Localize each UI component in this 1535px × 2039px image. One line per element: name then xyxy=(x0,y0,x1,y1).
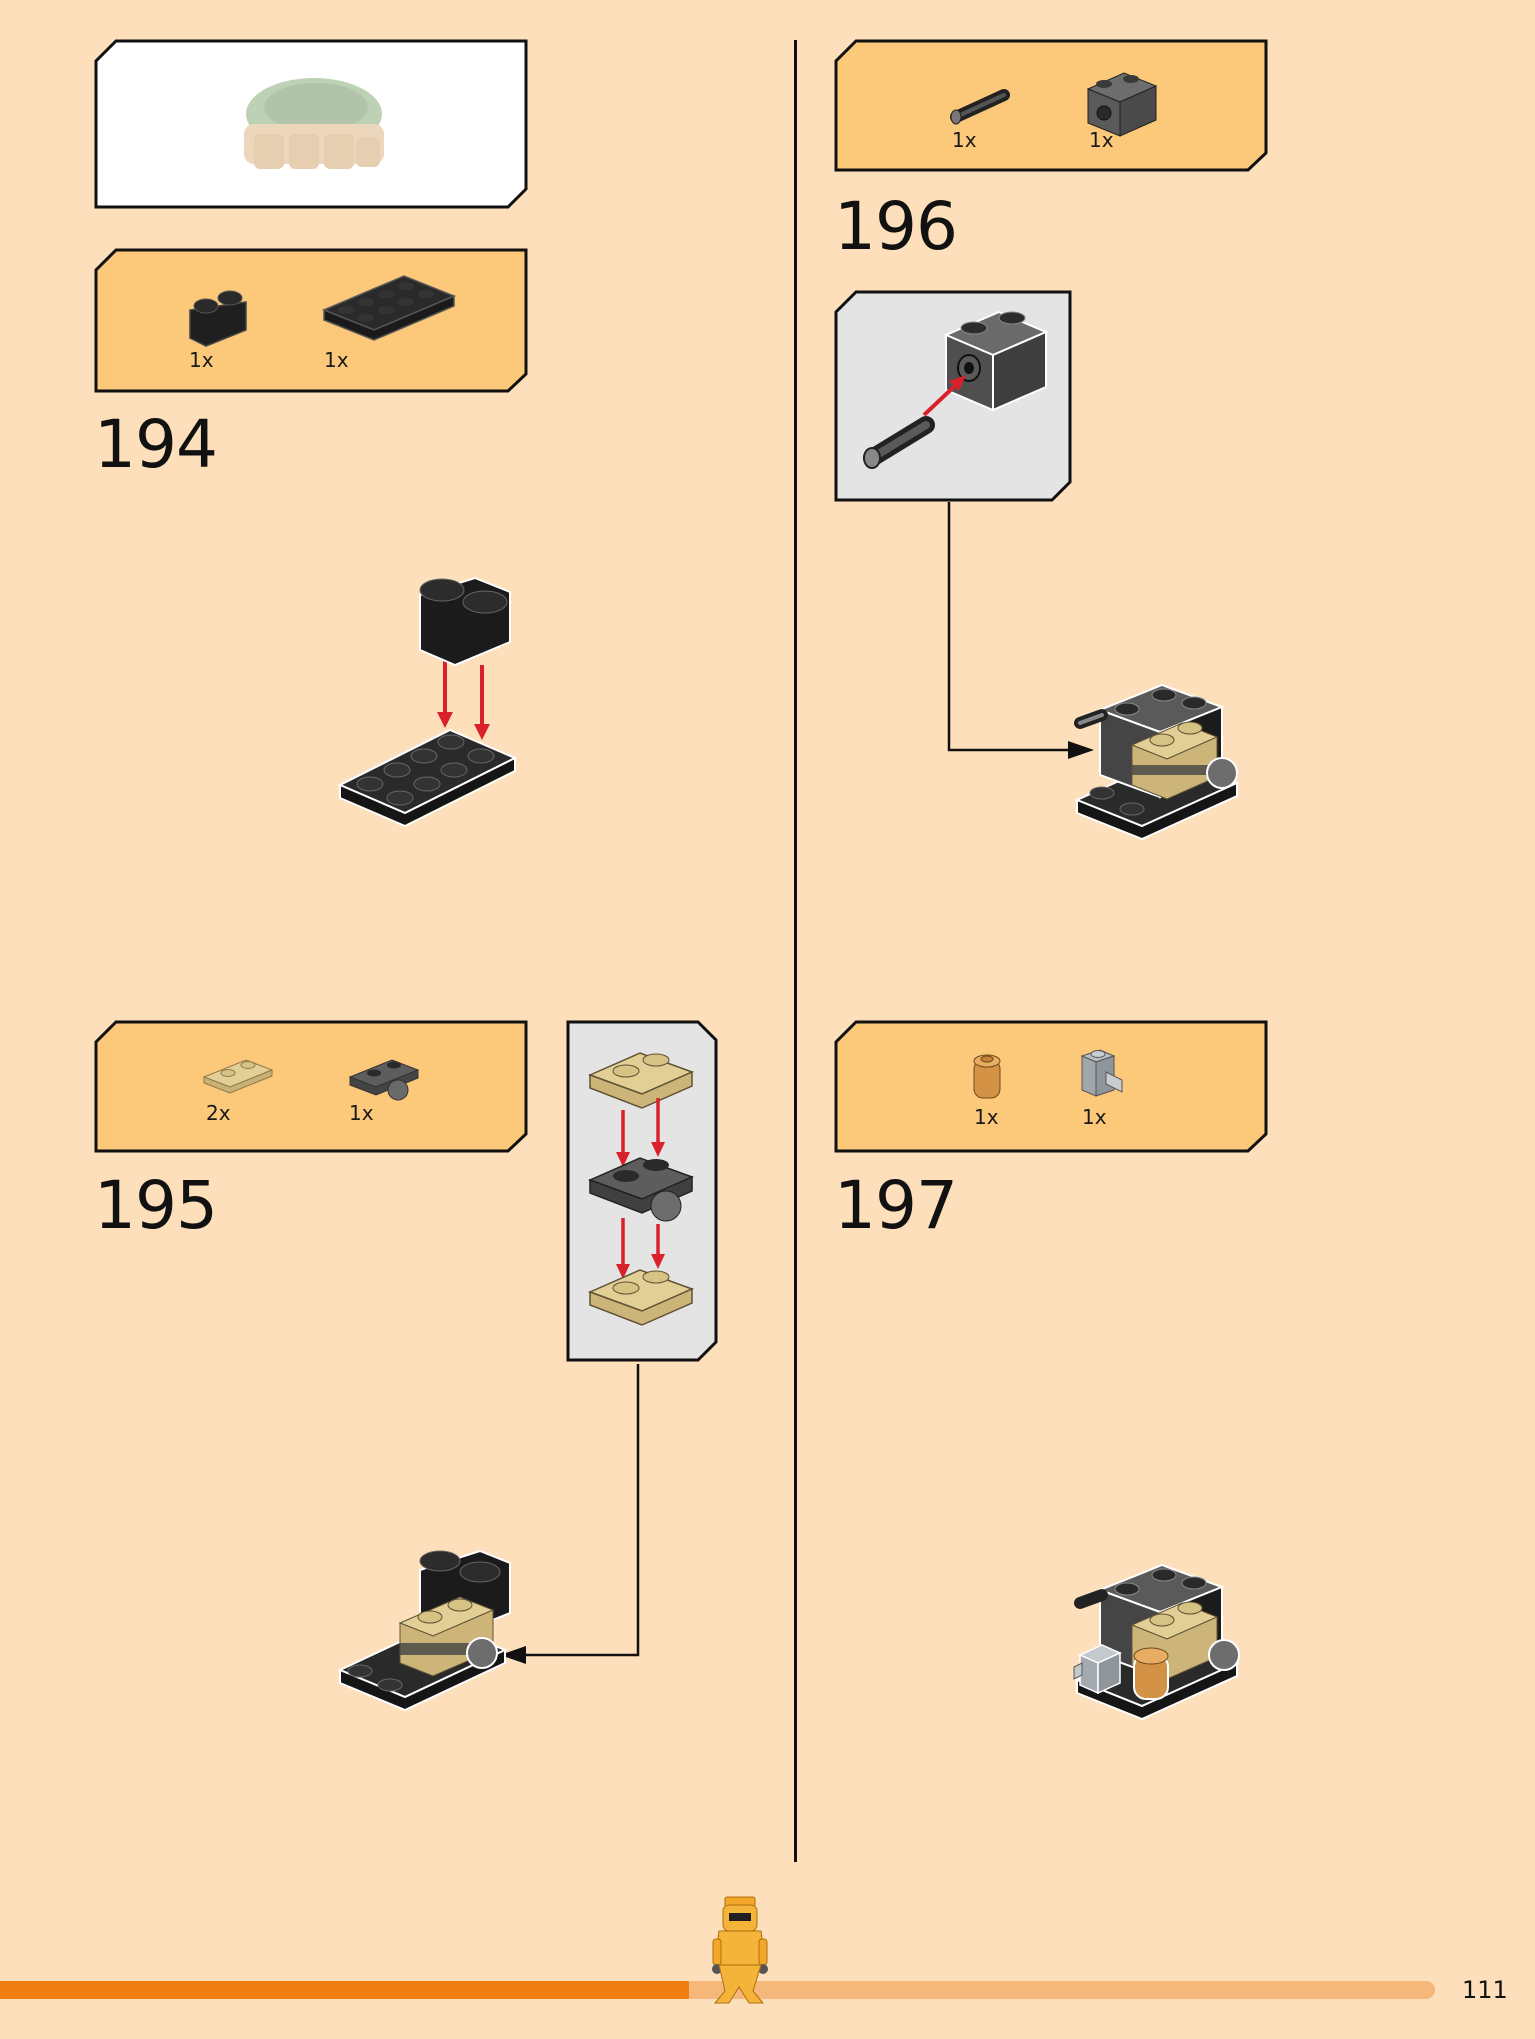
part-qty: 1x xyxy=(189,348,214,372)
assembly-preview-callout xyxy=(94,39,528,209)
minifigure-icon xyxy=(705,1895,773,2007)
step-number: 195 xyxy=(94,1167,218,1244)
part-qty: 1x xyxy=(952,128,977,152)
page-number: 111 xyxy=(1462,1976,1508,2004)
previous-model-thumbnail xyxy=(244,78,384,169)
tan-plate-bottom xyxy=(587,1269,695,1326)
connector-line xyxy=(940,500,1110,765)
build-illustration-step-197 xyxy=(1072,1545,1267,1730)
grey-plate-with-ball-icon xyxy=(348,1059,420,1101)
parts-list-step-197: 1x 1x xyxy=(834,1020,1268,1155)
step-number: 194 xyxy=(94,406,218,483)
black-brick-1x2-model xyxy=(419,576,511,667)
subassembly-callout-step-196 xyxy=(834,290,1072,502)
part-qty: 1x xyxy=(349,1101,374,1125)
technic-pin-icon xyxy=(950,89,1010,125)
technic-pin-model xyxy=(863,416,935,469)
part-qty: 2x xyxy=(206,1101,231,1125)
parts-list-step-196: 1x 1x xyxy=(834,39,1268,174)
round-brick-1x1-icon xyxy=(973,1054,1001,1099)
part-qty: 1x xyxy=(974,1105,999,1129)
step-number: 196 xyxy=(834,188,958,265)
placement-arrow xyxy=(922,380,961,417)
tan-plate-1x2-icon xyxy=(202,1059,274,1094)
build-illustration-step-196 xyxy=(1072,665,1262,845)
parts-list-step-194: 1x 1x xyxy=(94,248,528,393)
grey-plate-with-ball xyxy=(587,1157,695,1222)
connector-line xyxy=(490,1362,650,1672)
progress-bar-fill xyxy=(0,1981,689,1999)
part-qty: 1x xyxy=(1089,128,1114,152)
build-illustration-step-195 xyxy=(330,1545,530,1725)
progress-bar xyxy=(0,1981,1435,1999)
brick-with-clip-icon xyxy=(1080,1049,1123,1097)
tan-plate-top xyxy=(587,1052,695,1109)
black-brick-1x2-icon xyxy=(189,290,247,347)
technic-brick-1x2-icon xyxy=(1086,72,1158,137)
clip-brick-model xyxy=(1073,1644,1122,1695)
round-brick-model xyxy=(1133,1647,1169,1700)
black-plate-2x4-model xyxy=(337,728,518,828)
column-divider xyxy=(794,40,797,1862)
part-qty: 1x xyxy=(1082,1105,1107,1129)
part-qty: 1x xyxy=(324,348,349,372)
subassembly-callout-step-195 xyxy=(566,1020,718,1363)
build-illustration-step-194 xyxy=(330,570,530,850)
technic-brick-model xyxy=(943,310,1049,412)
black-plate-2x4-icon xyxy=(322,275,456,341)
parts-list-step-195: 2x 1x xyxy=(94,1020,528,1155)
step-number: 197 xyxy=(834,1167,958,1244)
